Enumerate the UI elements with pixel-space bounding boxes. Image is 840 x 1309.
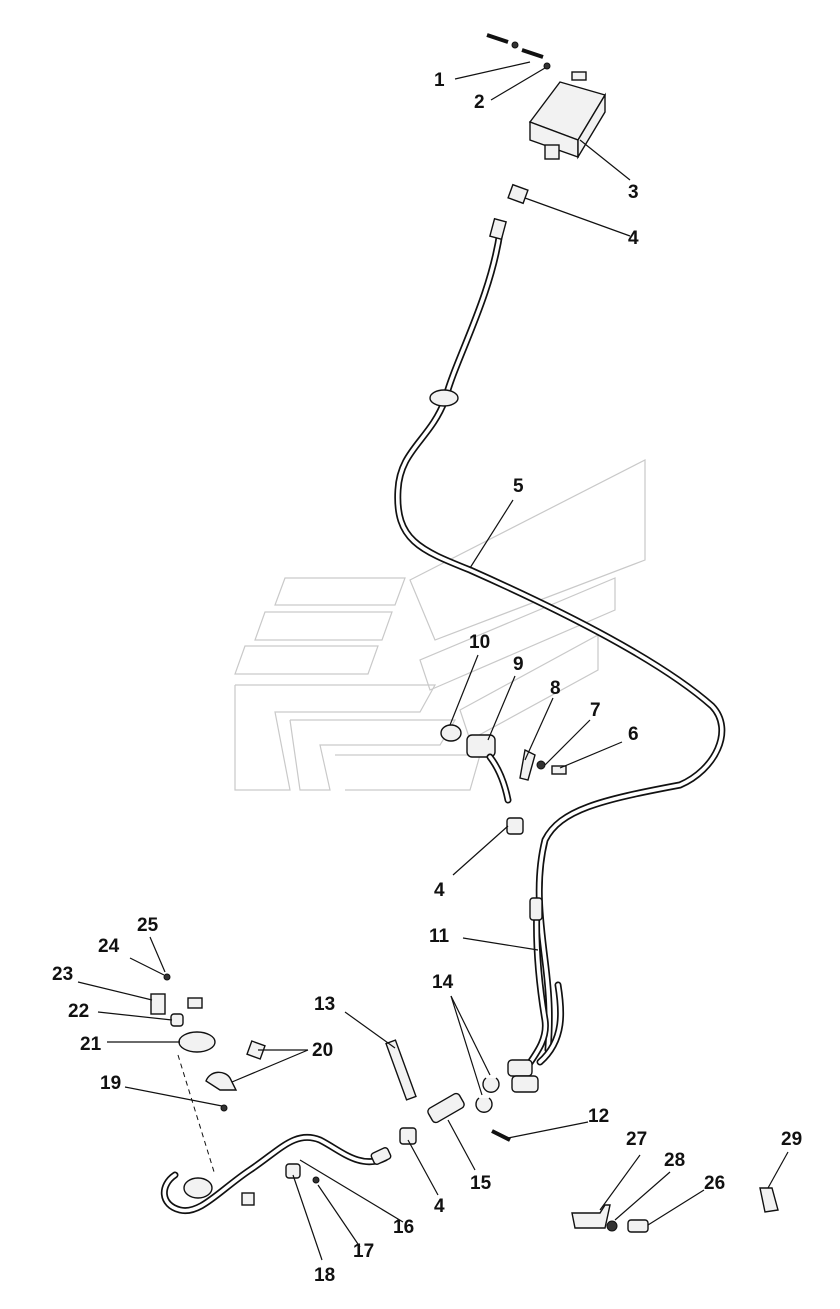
callout-22: 22 <box>68 1001 89 1022</box>
clip-4-middle <box>506 817 524 835</box>
callout-13: 13 <box>314 994 335 1015</box>
callout-19: 19 <box>100 1073 121 1094</box>
callout-9: 9 <box>513 654 524 675</box>
callout-12: 12 <box>588 1106 609 1127</box>
callout-15: 15 <box>470 1173 492 1194</box>
callout-5: 5 <box>513 476 524 497</box>
clips-14 <box>475 1077 500 1113</box>
screws-1-2 <box>486 33 551 70</box>
leader-lines <box>77 61 789 1261</box>
callout-8: 8 <box>550 678 561 699</box>
callout-23: 23 <box>52 964 73 985</box>
hose-16 <box>160 1054 392 1215</box>
control-unit-3 <box>528 71 607 160</box>
callout-11: 11 <box>429 926 450 947</box>
bracket-13 <box>385 1039 417 1101</box>
clip-4-top <box>507 183 529 205</box>
callout-24: 24 <box>98 936 120 957</box>
callout-17: 17 <box>353 1241 374 1262</box>
callout-4-bottom: 4 <box>434 1196 445 1217</box>
callout-26: 26 <box>704 1173 725 1194</box>
valve-15 <box>427 1092 465 1124</box>
callout-labels: 1 2 3 4 5 6 7 8 9 10 4 11 12 13 14 15 4 … <box>52 70 802 1286</box>
left-components <box>150 973 320 1206</box>
callout-21: 21 <box>80 1034 102 1055</box>
callout-2: 2 <box>474 92 485 113</box>
callout-27: 27 <box>626 1129 647 1150</box>
callout-10: 10 <box>469 632 490 653</box>
callout-20: 20 <box>312 1040 333 1061</box>
callout-6: 6 <box>628 724 639 745</box>
screw-12 <box>491 1129 511 1142</box>
callout-29: 29 <box>781 1129 802 1150</box>
callout-25: 25 <box>137 915 159 936</box>
hose-11 <box>507 897 565 1093</box>
callout-3: 3 <box>628 182 639 203</box>
hose-5 <box>394 217 726 1054</box>
callout-1: 1 <box>434 70 445 91</box>
callout-7: 7 <box>590 700 601 721</box>
right-components <box>571 1187 779 1233</box>
callout-16: 16 <box>393 1217 414 1238</box>
callout-28: 28 <box>664 1150 685 1171</box>
clip-4-bottom <box>399 1127 417 1145</box>
callout-14: 14 <box>432 972 454 993</box>
callout-4-middle: 4 <box>434 880 445 901</box>
callout-18: 18 <box>314 1265 335 1286</box>
callout-4: 4 <box>628 228 639 249</box>
